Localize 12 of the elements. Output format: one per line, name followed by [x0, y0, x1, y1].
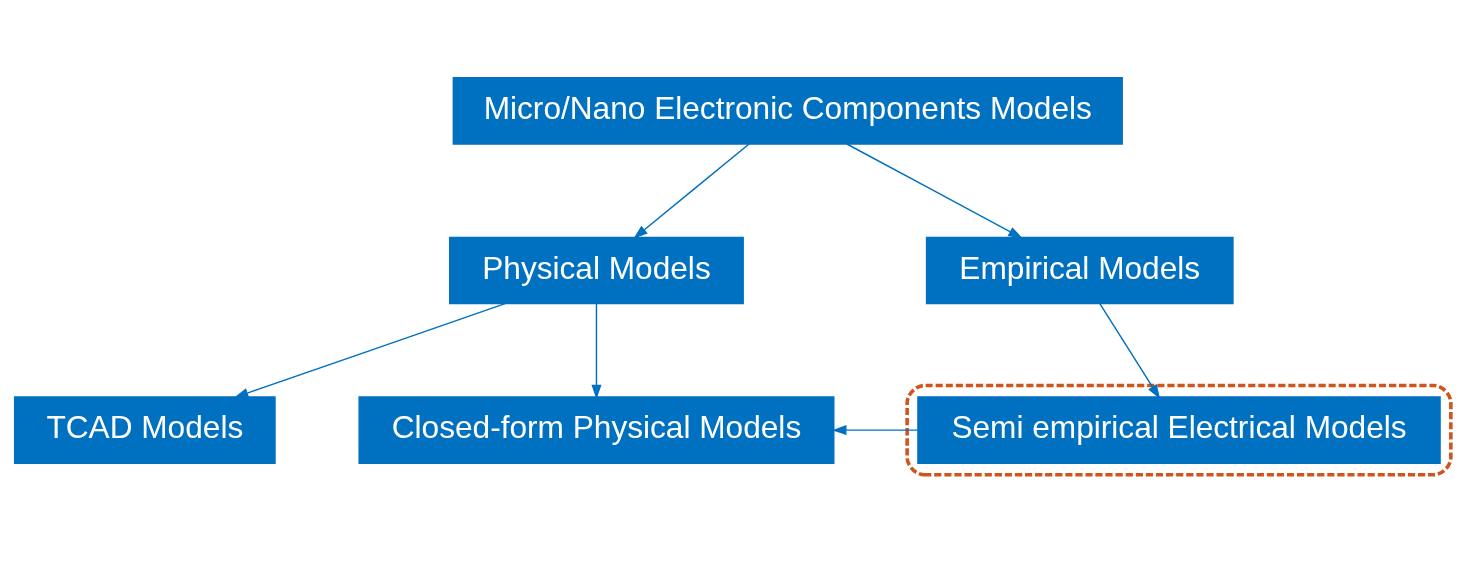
- arrow: [234, 302, 506, 398]
- arrow: [832, 424, 919, 435]
- node-box: Semi empirical Electrical Models: [917, 395, 1441, 464]
- arrow: [591, 302, 602, 399]
- node-box: Micro/Nano Electronic Components Models: [452, 76, 1123, 145]
- node-box: Empirical Models: [925, 236, 1234, 304]
- arrow: [846, 142, 1023, 238]
- node-box: Closed-form Physical Models: [358, 395, 835, 464]
- arrow: [633, 142, 750, 239]
- node-box: Physical Models: [449, 236, 744, 304]
- arrow: [1099, 302, 1161, 399]
- node-box: TCAD Models: [13, 395, 276, 464]
